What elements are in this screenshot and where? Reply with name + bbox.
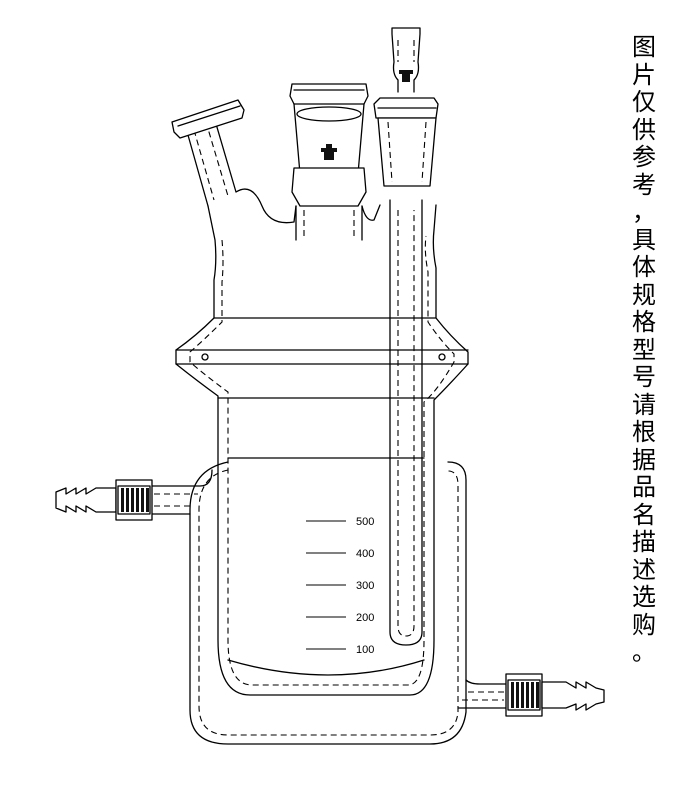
thermo-tube (389, 199, 423, 646)
thermo-joint-upper (391, 27, 421, 93)
graduation-label-400: 400 (356, 548, 374, 560)
angled-neck (185, 116, 297, 224)
thermo-joint-cone-inner (387, 121, 427, 183)
center-neck-inner (303, 190, 355, 240)
outer-jacket-inner-wall (198, 469, 459, 736)
outlet-tube (457, 679, 507, 709)
graduation-label-300: 300 (356, 580, 374, 592)
outlet-connector-nut (505, 673, 543, 717)
center-joint-cone (293, 103, 365, 175)
vessel-wall-left-inner (189, 235, 455, 686)
center-neck (295, 205, 363, 241)
flange-clamp-right (438, 353, 446, 361)
graduation-label-100: 100 (356, 644, 374, 656)
outer-jacket (189, 461, 467, 745)
volume-graduations: 500 400 300 200 100 (306, 516, 374, 656)
graduation-label-200: 200 (356, 612, 374, 624)
graduation-label-500: 500 (356, 516, 374, 528)
center-joint-rim (296, 106, 362, 122)
flange-clamp-left (201, 353, 209, 361)
center-stopcock-stem (326, 144, 332, 149)
center-joint-upper (289, 83, 369, 105)
outlet-hose-barb (541, 681, 605, 711)
inlet-tube-inner (154, 493, 198, 507)
notice-line-1: 图片仅供参考 (632, 34, 656, 199)
vessel-wall-left (175, 204, 469, 696)
angled-neck-lip (177, 105, 241, 127)
thermo-joint-upper-inner (397, 40, 415, 62)
angled-neck-inner (193, 121, 229, 201)
outlet-tube-inner (462, 691, 504, 701)
notice-text: 图片仅供参考 ，具体规格型号请根据品名描述选购 。 (624, 34, 664, 667)
notice-line-2: ，具体规格型号请根据品名描述选购 (632, 199, 656, 639)
thermo-joint-cone (377, 117, 437, 187)
center-stopcock-icon (321, 148, 337, 160)
center-joint-lower (291, 167, 367, 207)
inlet-hose-barb (55, 487, 117, 513)
inlet-connector-nut (115, 479, 153, 521)
vessel-bottom (227, 659, 425, 676)
notice-line-3: 。 (632, 639, 656, 666)
angled-neck-joint (171, 99, 245, 139)
inlet-tube (151, 469, 213, 515)
neck-bridge (361, 204, 381, 221)
thermo-tube-inner (397, 210, 415, 637)
thermo-stopcock-icon (399, 70, 413, 82)
